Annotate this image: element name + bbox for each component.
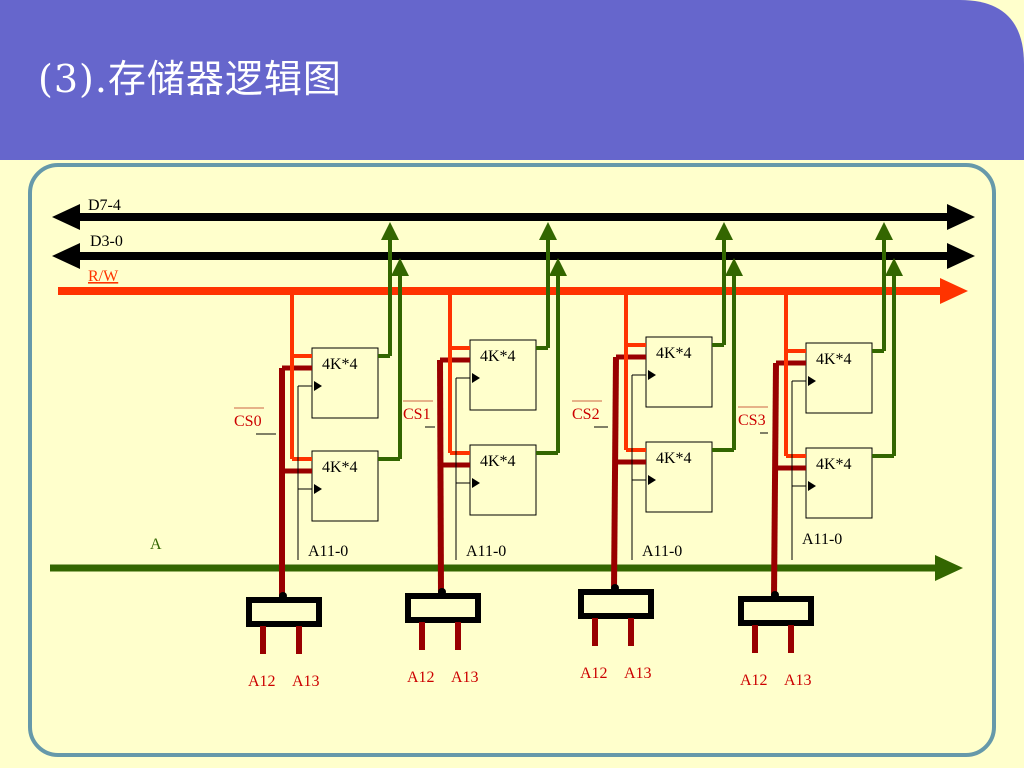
decoder-box-3: [738, 596, 814, 626]
chip-top-clock-mark-3: [808, 376, 816, 386]
chip-top-label-3: 4K*4: [816, 351, 852, 368]
chip-top-clock-mark-1: [472, 373, 480, 383]
bottom-data-arrow-1: [549, 258, 567, 276]
d74-data-bus: D7-4: [52, 197, 975, 230]
chip-bottom-2: [645, 441, 713, 513]
chip-bottom-clock-mark-2: [648, 475, 656, 485]
decoder-box-2: [578, 589, 654, 619]
address-label-0: A11-0: [308, 543, 348, 560]
d30-data-bus: D3-0: [52, 233, 975, 269]
slide-title: (3).存储器逻辑图: [38, 57, 342, 101]
rw-bus: R/W: [58, 268, 968, 304]
top-data-arrow-2: [715, 222, 733, 240]
chip-bottom-label-1: 4K*4: [480, 453, 516, 470]
chip-top-label-1: 4K*4: [480, 348, 516, 365]
address-bus-label: A: [150, 536, 162, 553]
rw-label: R/W: [88, 268, 119, 285]
chip-bottom-clock-mark-3: [808, 481, 816, 491]
cs-label-3: CS3: [738, 412, 766, 429]
a12-label-1: A12: [407, 669, 435, 686]
a13-label-0: A13: [292, 673, 320, 690]
d74-label: D7-4: [88, 197, 121, 214]
chip-bottom-label-2: 4K*4: [656, 450, 692, 467]
chip-top-label-2: 4K*4: [656, 345, 692, 362]
chip-top-clock-mark-2: [648, 370, 656, 380]
a13-label-3: A13: [784, 672, 812, 689]
a13-label-2: A13: [624, 665, 652, 682]
a13-label-1: A13: [451, 669, 479, 686]
address-bus: A: [50, 536, 963, 581]
chip-bottom-clock-mark-1: [472, 478, 480, 488]
chip-bottom-0: [311, 450, 379, 522]
d30-label: D3-0: [90, 233, 123, 250]
bottom-data-arrow-2: [725, 258, 743, 276]
a12-label-2: A12: [580, 665, 608, 682]
address-label-2: A11-0: [642, 543, 682, 560]
chip-top-0: [311, 347, 379, 419]
top-data-arrow-0: [381, 222, 399, 240]
cs-label-2: CS2: [572, 406, 600, 423]
chip-top-clock-mark-0: [314, 381, 322, 391]
a12-label-0: A12: [248, 673, 276, 690]
cs-line-3: [771, 362, 779, 598]
decoder-box-1: [405, 593, 481, 623]
header-band: [0, 0, 1024, 160]
top-data-arrow-3: [875, 222, 893, 240]
chip-bottom-1: [469, 444, 537, 516]
chip-top-label-0: 4K*4: [322, 356, 358, 373]
cs-line-2: [611, 356, 619, 591]
slide-header: [0, 0, 1024, 160]
chip-top-1: [469, 339, 537, 411]
cs-line-1: [437, 359, 444, 595]
chip-bottom-label-3: 4K*4: [816, 456, 852, 473]
chip-bottom-label-0: 4K*4: [322, 459, 358, 476]
bottom-data-arrow-0: [391, 258, 409, 276]
decoder-box-0: [246, 597, 322, 627]
bottom-data-arrow-3: [885, 258, 903, 276]
chip-bottom-clock-mark-0: [314, 484, 322, 494]
top-data-arrow-1: [539, 222, 557, 240]
chip-top-3: [805, 342, 873, 414]
chip-top-2: [645, 336, 713, 408]
a12-label-3: A12: [740, 672, 768, 689]
chip-bottom-3: [805, 447, 873, 519]
address-label-3: A11-0: [802, 531, 842, 548]
cs-label-0: CS0: [234, 413, 262, 430]
cs-label-1: CS1: [403, 406, 431, 423]
address-label-1: A11-0: [466, 543, 506, 560]
